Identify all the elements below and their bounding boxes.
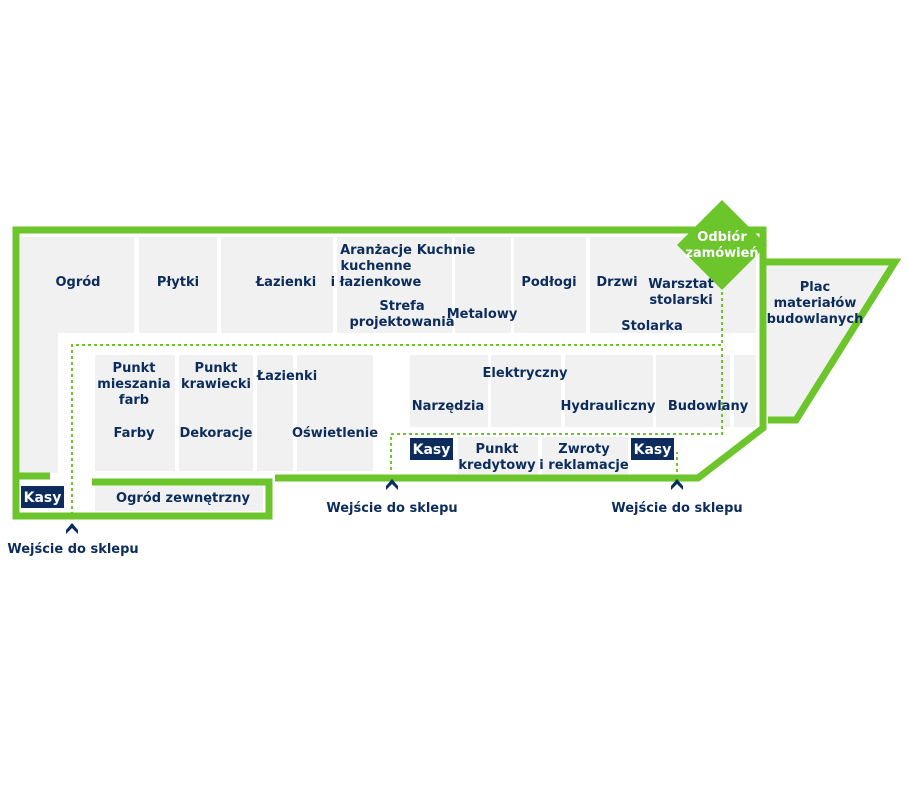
entrance-chevron-icon	[386, 479, 398, 490]
zone-ogrod-zewnetrzny[interactable]	[95, 485, 263, 511]
zone-lazienki-top[interactable]	[221, 237, 333, 333]
right-wall	[275, 262, 767, 482]
guide-path-left	[71, 288, 723, 515]
label-hydrauliczny: Hydrauliczny	[560, 399, 656, 414]
zone-plac[interactable]	[768, 266, 890, 418]
store-walls	[12, 226, 902, 520]
zone-oswietlenie[interactable]	[297, 355, 373, 471]
zone-lazienki-mid[interactable]	[257, 355, 293, 471]
zone-punkt-kredytowy[interactable]	[458, 437, 538, 475]
label-strefa-2: projektowania	[350, 315, 455, 330]
kasa-left-label: Kasy	[24, 490, 62, 506]
guide-path-right	[390, 345, 723, 470]
entrance-right[interactable]: Wejście do sklepu	[611, 479, 743, 516]
zone-elektryczny[interactable]	[491, 355, 561, 427]
entrance-chevron-icon	[671, 479, 683, 490]
label-punkt-mieszania-2: mieszania	[97, 377, 170, 392]
kasa-right[interactable]: Kasy	[631, 438, 674, 460]
label-punkt-kredytowy-2: kredytowy	[458, 458, 536, 473]
entrance-middle-label: Wejście do sklepu	[326, 501, 457, 516]
odbior-line-2: zamówień	[685, 246, 758, 261]
kasa-middle-bg	[410, 438, 453, 460]
label-zwroty-1: Zwroty	[558, 442, 610, 457]
garden-wall	[12, 476, 273, 520]
entrance-left[interactable]: Wejście do sklepu	[7, 523, 139, 557]
kasa-left[interactable]: Kasy	[21, 486, 64, 508]
label-ogrod-zewnetrzny: Ogród zewnętrzny	[116, 491, 250, 506]
label-strefa-1: Strefa	[379, 299, 424, 314]
zone-blocks	[20, 237, 890, 511]
kasa-left-bg	[21, 486, 64, 508]
zone-hydrauliczny[interactable]	[565, 355, 653, 427]
label-aranzacje-3: i łazienkowe	[331, 275, 422, 290]
label-oswietlenie: Oświetlenie	[292, 426, 378, 441]
label-farby: Farby	[113, 426, 155, 441]
label-stolarka: Stolarka	[621, 319, 683, 334]
label-aranzacje-1: Aranżacje	[340, 243, 412, 258]
label-elektryczny: Elektryczny	[483, 366, 568, 381]
label-plac-2: materiałów	[774, 296, 857, 311]
label-warsztat-2: stolarski	[649, 293, 712, 308]
label-punkt-mieszania-3: farb	[119, 393, 149, 408]
zone-left-strip	[20, 333, 58, 473]
label-kuchnie: Kuchnie	[417, 243, 476, 258]
kasa-middle[interactable]: Kasy	[410, 438, 453, 460]
entrance-chevron-icon	[66, 523, 78, 534]
label-zwroty-2: i reklamacje	[539, 458, 629, 473]
zone-right-small	[734, 355, 756, 427]
plac-labels: Plac materiałów budowlanych	[767, 280, 864, 327]
zone-metalowy[interactable]	[455, 237, 511, 333]
label-budowlany: Budowlany	[668, 399, 749, 414]
label-lazienki-top: Łazienki	[255, 275, 316, 290]
zone-narzedzia[interactable]	[410, 355, 488, 427]
label-metalowy: Metalowy	[447, 307, 518, 322]
main-wall	[12, 226, 767, 480]
odbior-line-1: Odbiór	[697, 230, 747, 245]
mid-zone-labels: Punkt mieszania farb Farby Punkt krawiec…	[97, 361, 748, 441]
label-aranzacje-2: kuchenne	[340, 259, 411, 274]
label-plac-1: Plac	[800, 280, 830, 295]
label-dekoracje: Dekoracje	[180, 426, 253, 441]
odbior-diamond	[677, 200, 767, 290]
label-punkt-mieszania-1: Punkt	[113, 361, 156, 376]
label-punkt-krawiecki-1: Punkt	[195, 361, 238, 376]
plac-wall	[763, 258, 902, 424]
label-plac-3: budowlanych	[767, 312, 864, 327]
zone-punkt-mieszania[interactable]	[95, 355, 175, 471]
zone-punkt-krawiecki[interactable]	[179, 355, 253, 471]
label-lazienki-mid: Łazienki	[256, 369, 317, 384]
odbior-zamowien[interactable]: Odbiór zamówień	[677, 200, 767, 290]
zone-ogrod[interactable]	[20, 237, 134, 333]
label-plytki: Płytki	[157, 275, 199, 290]
zone-zwroty[interactable]	[542, 437, 628, 475]
kasa-right-label: Kasy	[634, 442, 672, 458]
zone-podlogi[interactable]	[514, 237, 586, 333]
label-punkt-kredytowy-1: Punkt	[476, 442, 519, 457]
label-punkt-krawiecki-2: krawiecki	[181, 377, 251, 392]
label-warsztat-1: Warsztat	[648, 277, 714, 292]
kasa-right-bg	[631, 438, 674, 460]
label-drzwi: Drzwi	[596, 275, 637, 290]
entrance-left-label: Wejście do sklepu	[7, 542, 138, 557]
label-narzedzia: Narzędzia	[412, 399, 485, 414]
kasa-middle-label: Kasy	[413, 442, 451, 458]
label-ogrod: Ogród	[55, 275, 100, 290]
zone-aranzacje[interactable]	[337, 237, 452, 333]
bottom-zone-labels: Punkt kredytowy Zwroty i reklamacje Ogró…	[116, 442, 629, 506]
zone-budowlany[interactable]	[656, 355, 730, 427]
top-zone-labels: Ogród Płytki Łazienki Aranżacje kuchenne…	[55, 243, 713, 334]
label-podlogi: Podłogi	[521, 275, 576, 290]
zone-plytki[interactable]	[139, 237, 217, 333]
entrance-right-label: Wejście do sklepu	[611, 501, 742, 516]
entrance-middle[interactable]: Wejście do sklepu	[326, 479, 458, 516]
guide-paths	[71, 288, 723, 515]
